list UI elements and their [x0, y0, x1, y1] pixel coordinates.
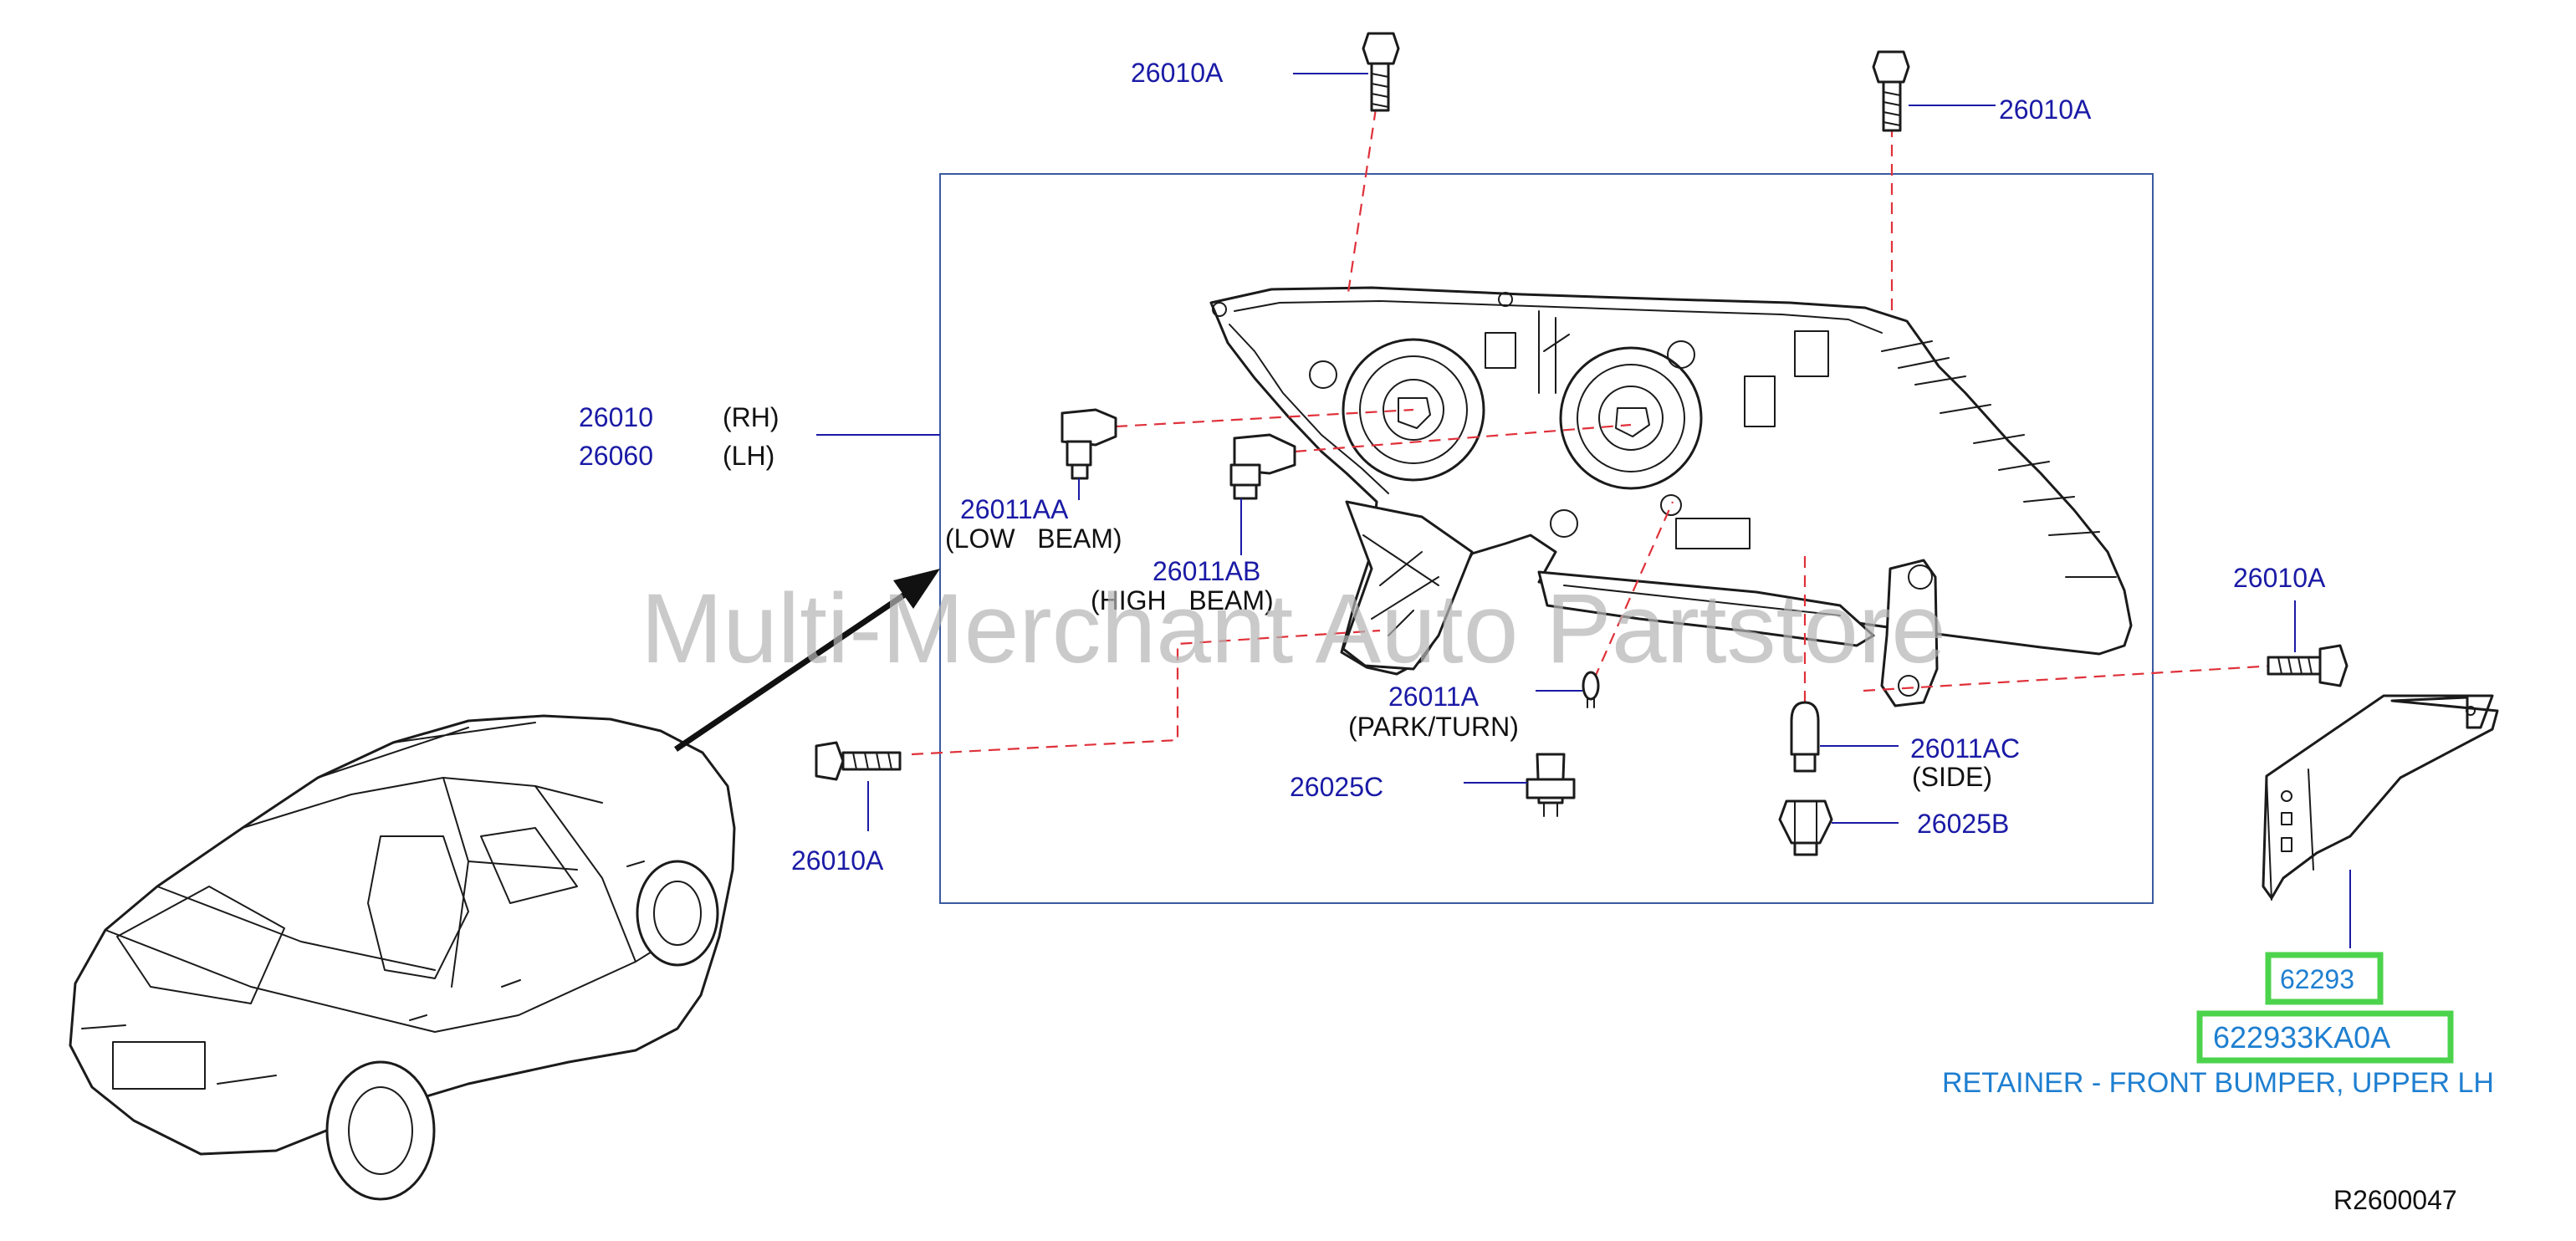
highlight-retainer-oem: [2196, 1010, 2454, 1064]
label-bolt-right: 26010A: [2233, 563, 2326, 593]
headlamp-assembly[interactable]: [1209, 286, 2133, 707]
label-bulb-side-pn: 26011AC: [1910, 733, 2020, 763]
label-assembly-rh-pn: 26010: [579, 402, 653, 432]
socket-26025b-part[interactable]: [1778, 799, 1833, 856]
vehicle-illustration: [69, 714, 736, 1201]
leader-lines: [816, 73, 2351, 948]
bolt-bottom-left-part[interactable]: [815, 741, 902, 781]
label-bulb-side: (SIDE): [1912, 762, 1992, 792]
bulb-low-beam-part[interactable]: [1061, 408, 1117, 480]
label-bulb-low-pn: 26011AA: [960, 494, 1069, 524]
socket-26025c-part[interactable]: [1526, 753, 1576, 817]
label-bulb-low: (LOW BEAM): [945, 523, 1122, 554]
label-bulb-high: (HIGH BEAM): [1091, 585, 1274, 615]
dashed-assembly-lines: [911, 108, 2276, 756]
assembly-frame: [939, 173, 2154, 904]
retainer-bracket-part[interactable]: [2262, 694, 2499, 901]
highlight-retainer-pn: [2265, 952, 2384, 1005]
bulb-park-turn-part[interactable]: [1582, 671, 1600, 708]
pointer-arrow: [674, 569, 940, 752]
label-bolt-bottom-left: 26010A: [791, 845, 884, 876]
label-bolt-top-left: 26010A: [1131, 58, 1224, 88]
bolt-top-right-part[interactable]: [1872, 50, 1910, 132]
label-retainer-desc: RETAINER - FRONT BUMPER, UPPER LH: [1942, 1067, 2494, 1099]
bolt-right-part[interactable]: [2267, 644, 2349, 687]
bulb-side-part[interactable]: [1790, 701, 1820, 773]
label-socket-b: 26025B: [1917, 809, 2009, 839]
label-assembly-rh: (RH): [723, 402, 779, 432]
bulb-high-beam-part[interactable]: [1229, 433, 1296, 500]
drawing-number: R2600047: [2333, 1185, 2457, 1215]
label-bulb-park-pn: 26011A: [1388, 682, 1480, 712]
label-bolt-top-right: 26010A: [1999, 94, 2092, 125]
watermark: Multi-Merchant Auto Partstore: [641, 574, 1946, 684]
label-retainer-oem[interactable]: 622933KA0A: [2213, 1020, 2390, 1055]
label-assembly-lh: (LH): [723, 441, 774, 471]
label-retainer-pn[interactable]: 62293: [2280, 964, 2354, 994]
label-socket-c: 26025C: [1290, 772, 1383, 802]
label-bulb-high-pn: 26011AB: [1153, 556, 1260, 586]
bolt-top-left-part[interactable]: [1362, 32, 1400, 112]
label-assembly-lh-pn: 26060: [579, 441, 653, 471]
label-bulb-park: (PARK/TURN): [1348, 712, 1519, 742]
